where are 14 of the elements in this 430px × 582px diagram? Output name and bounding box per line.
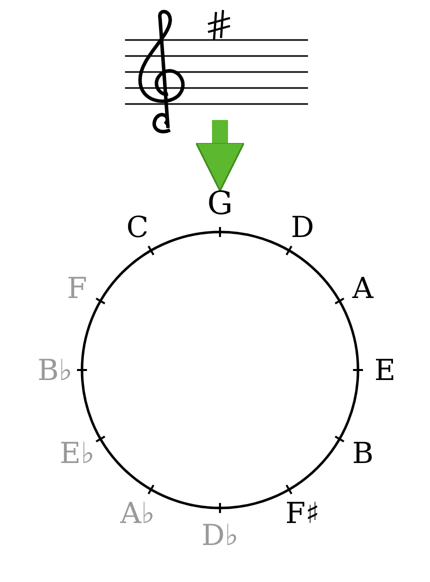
treble-staff-drawing: [125, 8, 308, 134]
note-name: D♭: [202, 519, 238, 551]
down-arrow: [195, 120, 245, 192]
note-name: C: [126, 211, 149, 244]
note-name: F♯: [285, 496, 320, 529]
note-name: B: [352, 436, 374, 468]
note-name: E: [374, 354, 396, 386]
note-name: G: [207, 187, 233, 219]
note-name: F: [67, 272, 88, 304]
note-name: D: [290, 211, 314, 244]
note-name: E♭: [60, 436, 95, 468]
note-name: A♭: [120, 496, 155, 529]
note-name: B♭: [38, 354, 72, 386]
note-name: A: [352, 272, 374, 304]
